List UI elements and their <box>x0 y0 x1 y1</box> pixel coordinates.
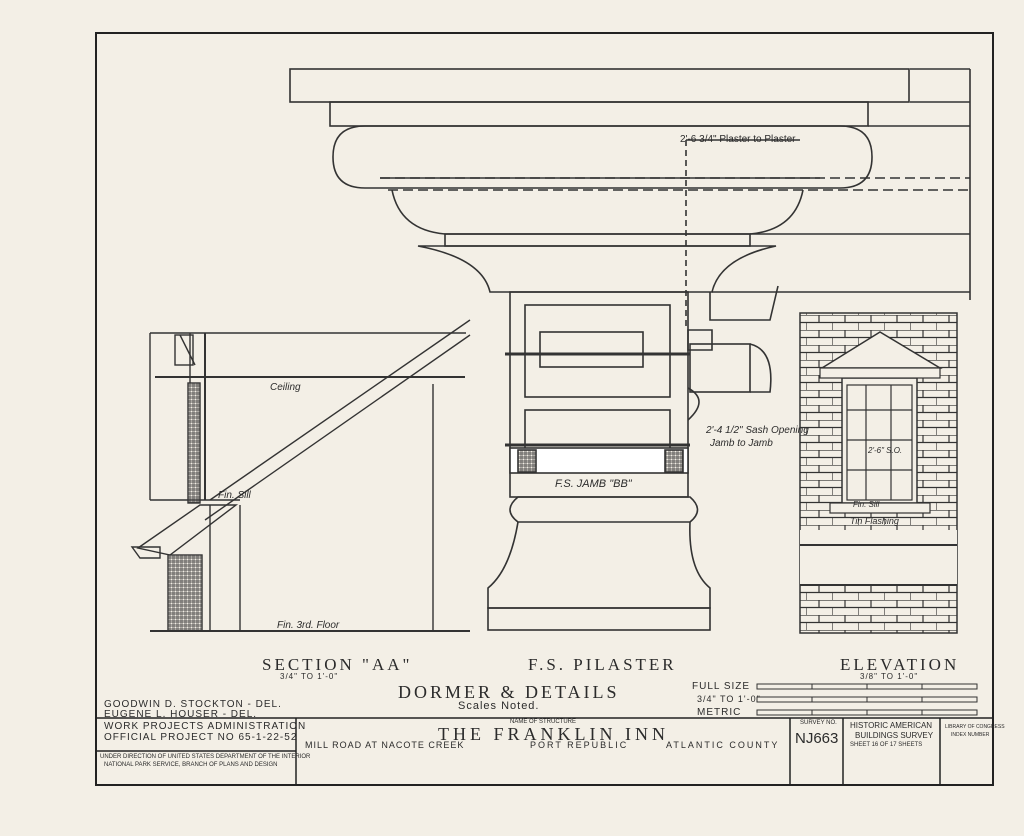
library-label-2: INDEX NUMBER <box>951 732 990 738</box>
pilaster-shaft <box>487 285 779 631</box>
fin-sill-note: Fin. Sill <box>218 490 251 501</box>
title-block <box>96 717 993 785</box>
direction-line-1: UNDER DIRECTION OF UNITED STATES DEPARTM… <box>100 754 311 760</box>
scale-full-size: FULL SIZE <box>692 681 751 692</box>
tin-flashing-note: Tin Flashing <box>850 516 899 526</box>
direction-line-2: NATIONAL PARK SERVICE, BRANCH OF PLANS A… <box>104 762 278 768</box>
scale-metric: METRIC <box>697 707 742 718</box>
main-subtitle: Scales Noted. <box>458 700 540 712</box>
elevation-title: ELEVATION <box>840 655 960 674</box>
pilaster-title: F.S. PILASTER <box>528 655 677 674</box>
section-scale: 3/4" TO 1'-0" <box>280 672 339 681</box>
fs-jamb-note: F.S. JAMB "BB" <box>555 478 632 490</box>
section-title: SECTION "AA" <box>262 655 413 674</box>
survey-label: SURVEY NO. <box>800 720 837 726</box>
delineator-1: GOODWIN D. STOCKTON - DEL. <box>104 699 282 710</box>
elev-fin-sill-note: Fin. Sill <box>853 500 880 509</box>
sash-dim-note: 2'-6" S.O. <box>868 446 903 455</box>
jamb-note: Jamb to Jamb <box>710 438 773 449</box>
structure-name: THE FRANKLIN INN <box>438 724 669 744</box>
main-title: DORMER & DETAILS <box>398 682 620 702</box>
habs-line-2: BUILDINGS SURVEY <box>855 731 934 740</box>
name-label: NAME OF STRUCTURE <box>510 719 576 725</box>
sash-opening-note: 2'-4 1/2" Sash Opening <box>706 425 809 436</box>
ceiling-note: Ceiling <box>270 382 301 393</box>
fin-floor-note: Fin. 3rd. Floor <box>277 620 340 631</box>
project-number: OFFICIAL PROJECT NO 65-1-22-52 <box>104 732 298 743</box>
elevation-scale: 3/8" TO 1'-0" <box>860 672 919 681</box>
survey-number: NJ663 <box>795 730 839 747</box>
pilaster-capital <box>289 68 971 330</box>
section-aa <box>130 319 471 632</box>
scale-three-quarter: 3/4" TO 1'-0" <box>697 694 761 704</box>
library-label-1: LIBRARY OF CONGRESS <box>945 724 1005 730</box>
plaster-note: 2'-6 3/4" Plaster to Plaster <box>680 134 796 145</box>
habs-line-1: HISTORIC AMERICAN <box>850 721 933 730</box>
sheet-border <box>95 32 994 786</box>
road-text: MILL ROAD AT NACOTE CREEK <box>305 740 465 750</box>
scale-bars <box>756 683 978 716</box>
town-text: PORT REPUBLIC <box>530 740 629 750</box>
sheet-count: SHEET 16 OF 17 SHEETS <box>850 742 923 748</box>
agency: WORK PROJECTS ADMINISTRATION <box>104 721 307 732</box>
county-text: ATLANTIC COUNTY <box>666 740 780 750</box>
delineator-2: EUGENE L. HOUSER - DEL. <box>104 709 258 720</box>
elevation-view <box>799 312 958 634</box>
